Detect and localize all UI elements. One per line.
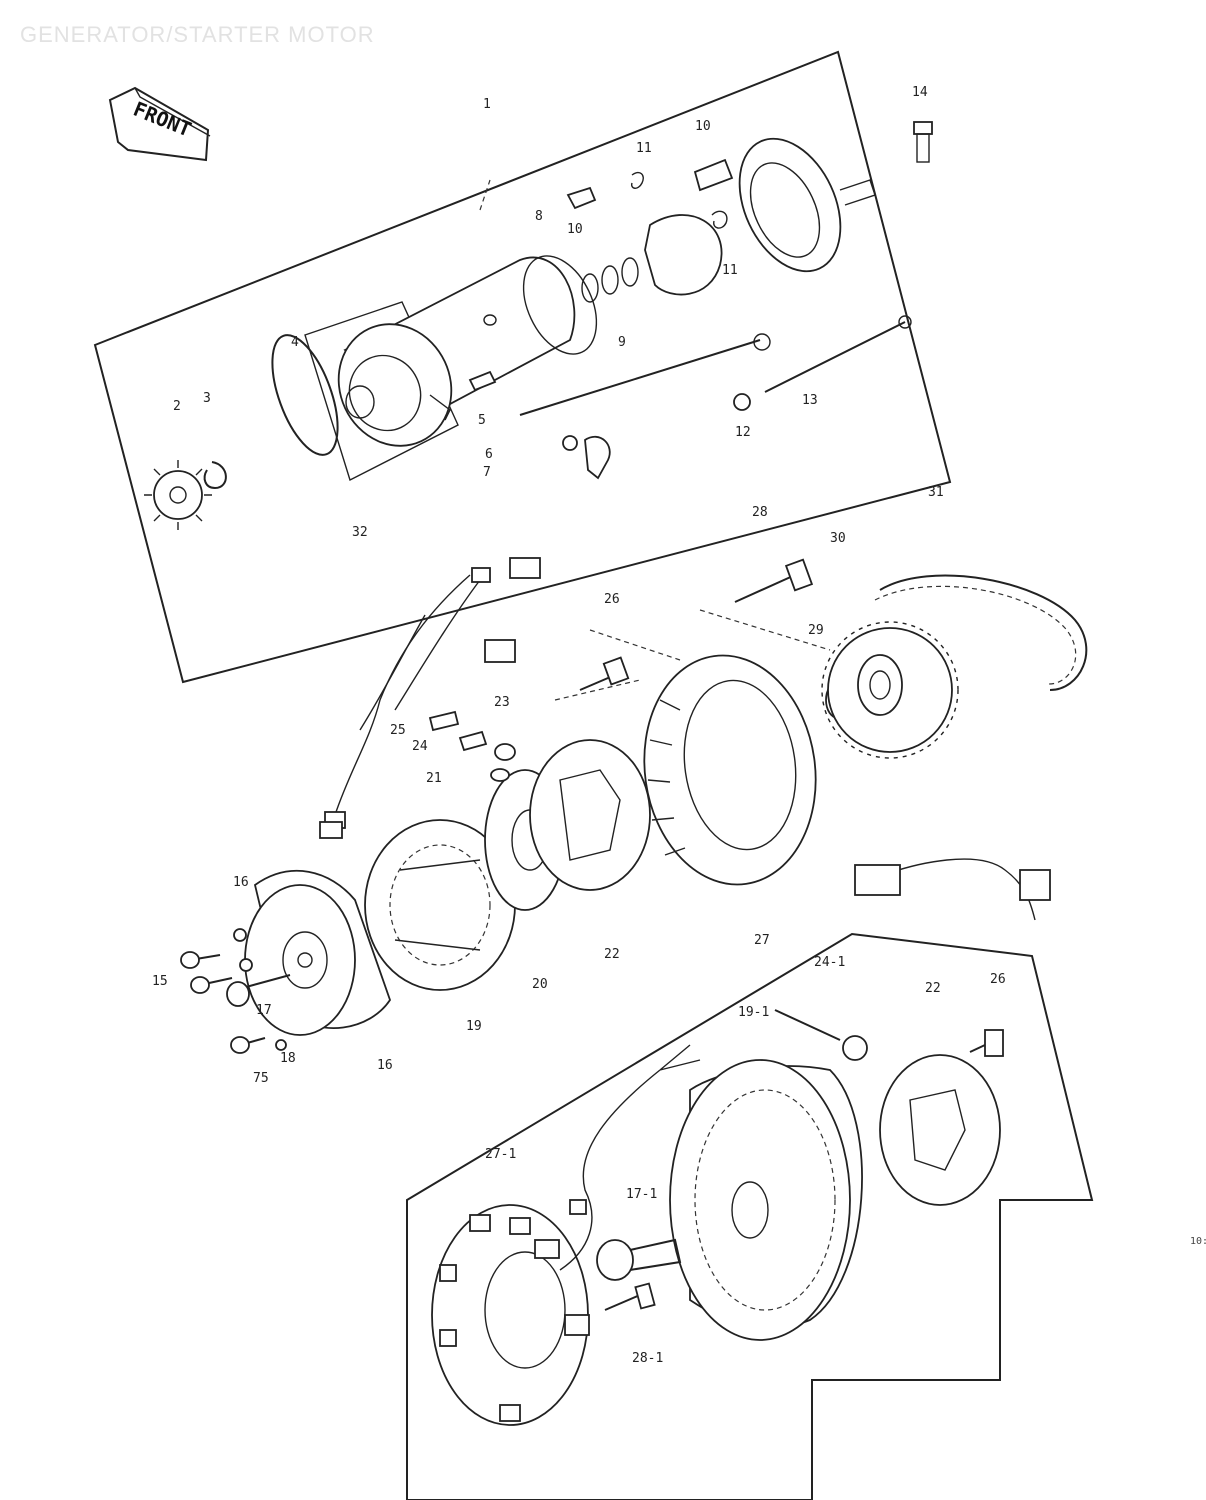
part-label-75: 75 bbox=[253, 1071, 269, 1086]
part-label-21: 21 bbox=[426, 771, 442, 786]
part-label-28-1: 28-1 bbox=[632, 1351, 663, 1366]
lower-wiring-connector bbox=[569, 1199, 587, 1215]
pinion-gear bbox=[144, 460, 212, 530]
part-label-15: 15 bbox=[152, 974, 168, 989]
part-label-20: 20 bbox=[532, 977, 548, 992]
connector-top-a bbox=[471, 567, 491, 583]
part-label-26a: 26 bbox=[604, 592, 620, 607]
part-label-19-1: 19-1 bbox=[738, 1005, 769, 1020]
connector-mid bbox=[484, 639, 516, 663]
part-label-25: 25 bbox=[390, 723, 406, 738]
bolt-28 bbox=[734, 558, 814, 603]
part-label-9: 9 bbox=[618, 335, 626, 350]
terminal-nut bbox=[562, 435, 578, 451]
page-title: GENERATOR/STARTER MOTOR bbox=[20, 22, 375, 47]
circlip bbox=[203, 461, 227, 490]
end-cover-gasket bbox=[522, 255, 598, 355]
part-label-28: 28 bbox=[752, 505, 768, 520]
part-label-8: 8 bbox=[535, 209, 543, 224]
part-label-14: 14 bbox=[912, 85, 928, 100]
starter-sprocket bbox=[821, 621, 959, 759]
part-label-4: 4 bbox=[291, 335, 299, 350]
terminal-cap bbox=[584, 435, 611, 480]
part-label-32: 32 bbox=[352, 525, 368, 540]
rotor-hub bbox=[529, 739, 651, 891]
nut-12 bbox=[733, 393, 751, 411]
part-label-24-1: 24-1 bbox=[814, 955, 845, 970]
key-21 bbox=[490, 768, 510, 782]
part-label-1: 1 bbox=[483, 97, 491, 112]
part-label-16b: 16 bbox=[377, 1058, 393, 1073]
starter-motor-body bbox=[337, 256, 576, 447]
starter-end-cover bbox=[738, 137, 876, 273]
through-bolt-upper bbox=[519, 339, 761, 416]
part-label-23: 23 bbox=[494, 695, 510, 710]
through-bolt-long bbox=[764, 321, 906, 393]
part-label-10b: 10 bbox=[567, 222, 583, 237]
hub-22-lower bbox=[879, 1054, 1001, 1206]
brush-spring-right bbox=[711, 210, 728, 229]
part-label-22a: 22 bbox=[604, 947, 620, 962]
front-arrow-marker: FRONT bbox=[108, 86, 211, 162]
part-label-6: 6 bbox=[485, 447, 493, 462]
part-label-22b: 22 bbox=[925, 981, 941, 996]
rotor bbox=[244, 869, 391, 1036]
part-label-11b: 11 bbox=[722, 263, 738, 278]
brush-right bbox=[693, 158, 734, 192]
part-label-10a: 10 bbox=[695, 119, 711, 134]
stator-end-connector bbox=[1019, 869, 1051, 901]
part-label-18: 18 bbox=[280, 1051, 296, 1066]
bolt-14 bbox=[913, 121, 933, 163]
part-label-12: 12 bbox=[735, 425, 751, 440]
part-label-3: 3 bbox=[203, 391, 211, 406]
bolt-26 bbox=[579, 656, 630, 691]
brush-spring-left bbox=[630, 171, 644, 189]
part-label-26b: 26 bbox=[990, 972, 1006, 987]
pin-24 bbox=[428, 710, 460, 732]
lower-wiring bbox=[559, 1069, 661, 1271]
part-label-31: 31 bbox=[928, 485, 944, 500]
part-label-5: 5 bbox=[478, 413, 486, 428]
armature-subgroup-outline bbox=[304, 301, 459, 482]
bolt-5 bbox=[468, 370, 497, 392]
pin-23 bbox=[494, 743, 516, 761]
part-label-30: 30 bbox=[830, 531, 846, 546]
part-label-29: 29 bbox=[808, 623, 824, 638]
o-ring bbox=[271, 334, 339, 456]
starter-chain bbox=[879, 574, 1088, 691]
part-label-19: 19 bbox=[466, 1019, 482, 1034]
part-label-16a: 16 bbox=[233, 875, 249, 890]
pin-25 bbox=[458, 730, 488, 752]
part-label-13: 13 bbox=[802, 393, 818, 408]
part-labels: 1 2 3 4 5 6 7 8 9 10 10 11 11 12 13 14 3… bbox=[152, 85, 1006, 1366]
assembly-center-lines bbox=[479, 179, 831, 701]
bolt-28-1 bbox=[604, 1282, 656, 1311]
bolt-26-lower bbox=[969, 1029, 1004, 1057]
stator-27-1 bbox=[431, 1204, 590, 1426]
part-label-27: 27 bbox=[754, 933, 770, 948]
lower-group-outline bbox=[406, 932, 1094, 1500]
connector-bottom-b bbox=[319, 821, 343, 839]
stator-connector bbox=[854, 864, 901, 896]
part-label-2: 2 bbox=[173, 399, 181, 414]
brush-left bbox=[566, 186, 597, 210]
brush-plate bbox=[644, 214, 723, 296]
bolt-24-1 bbox=[774, 1009, 868, 1061]
part-label-11a: 11 bbox=[636, 141, 652, 156]
page-number: 10: bbox=[1190, 1236, 1206, 1247]
starter-group-outline bbox=[93, 50, 952, 684]
stator-wiring bbox=[334, 574, 471, 816]
stator bbox=[643, 654, 817, 886]
part-label-7: 7 bbox=[483, 465, 491, 480]
part-label-27-1: 27-1 bbox=[485, 1147, 516, 1162]
shim-washers bbox=[581, 257, 639, 303]
part-label-17-1: 17-1 bbox=[626, 1187, 657, 1202]
bolt-17-1 bbox=[596, 1238, 682, 1281]
fastener-cluster bbox=[180, 928, 291, 1054]
part-label-17: 17 bbox=[256, 1003, 272, 1018]
connector-top-b bbox=[509, 557, 541, 579]
rotor-19-1 bbox=[669, 1059, 863, 1341]
part-label-24: 24 bbox=[412, 739, 428, 754]
